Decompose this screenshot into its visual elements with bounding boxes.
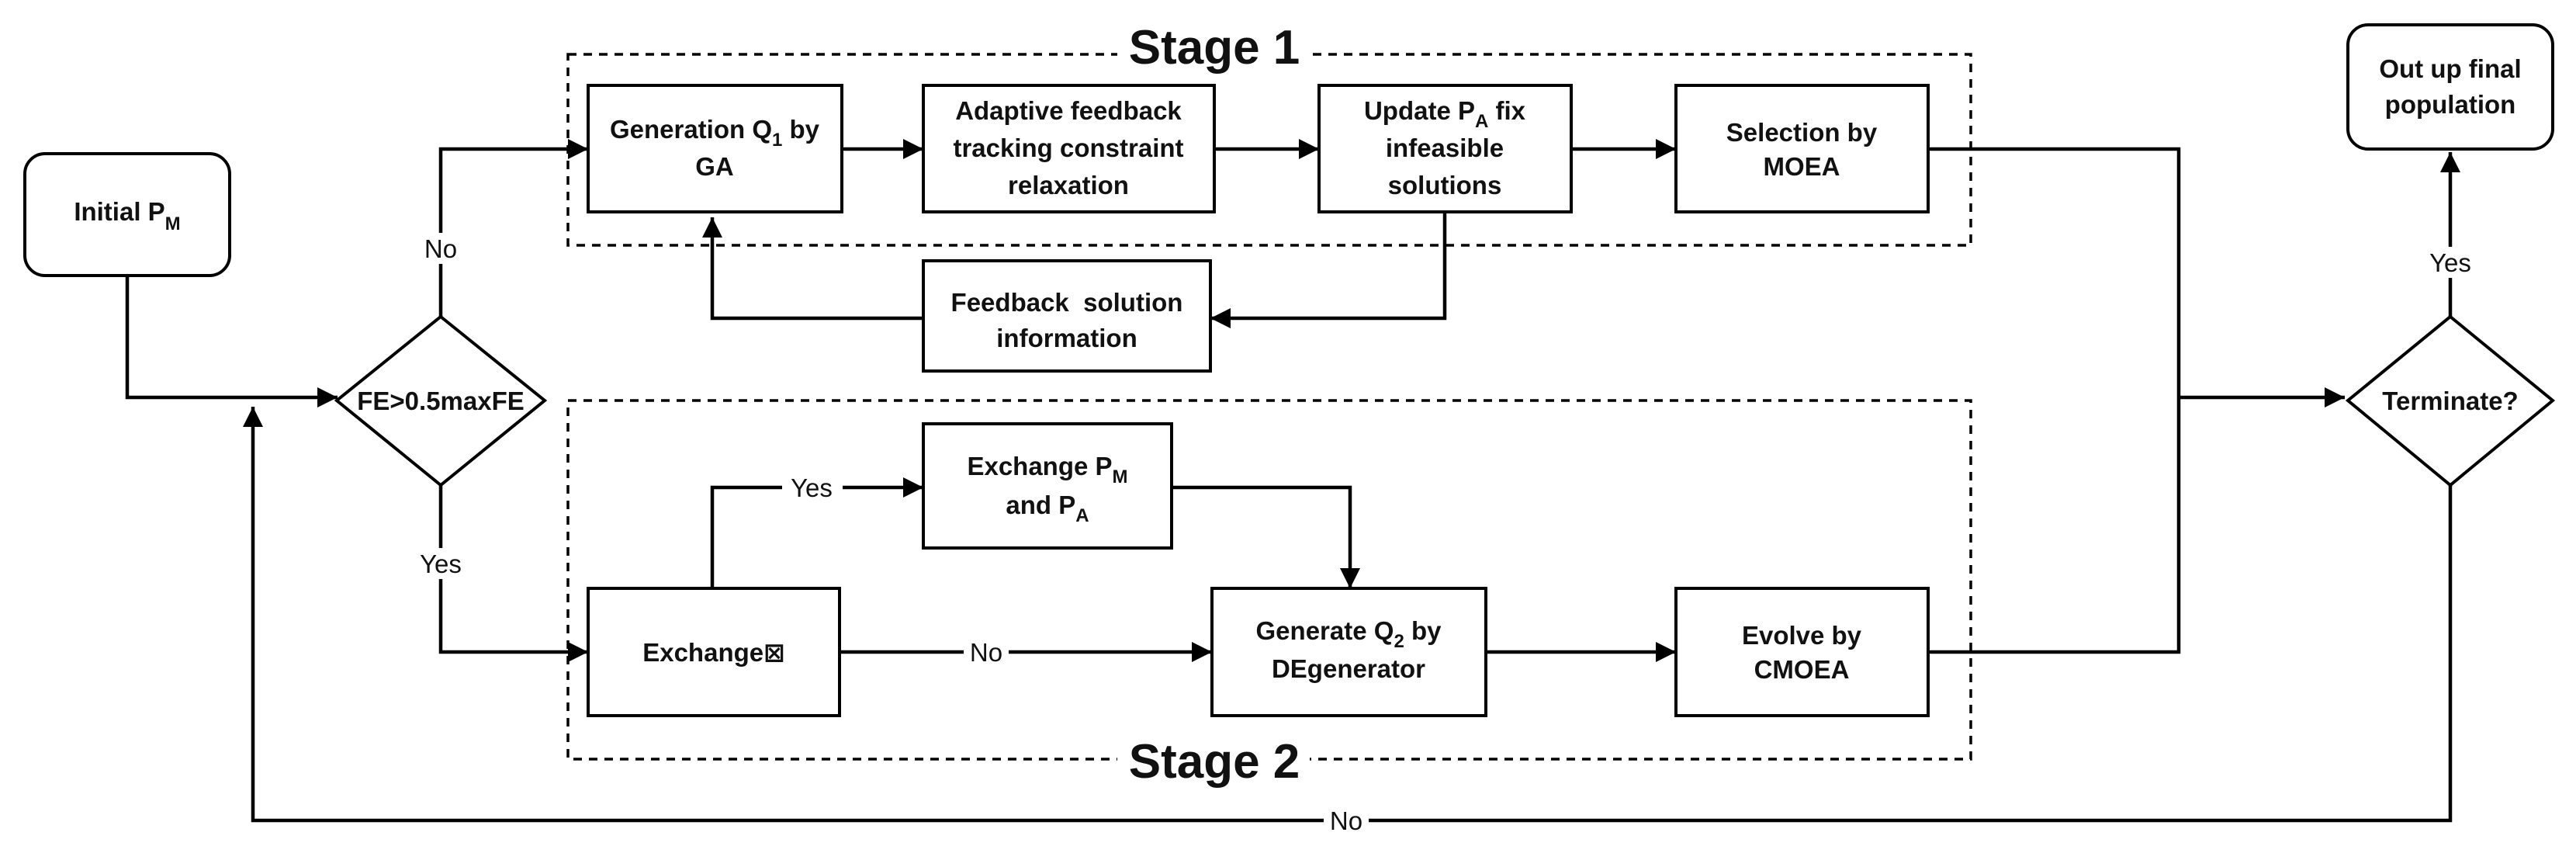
- exchange-pm-mid: and P: [1006, 491, 1075, 519]
- edge-label-exchange-no: No: [970, 638, 1002, 667]
- node-decision-fe: FE>0.5maxFE: [334, 314, 548, 487]
- edge-update-to-feedback: [1210, 213, 1447, 328]
- svg-text:Exchange PM: Exchange PM: [967, 452, 1127, 487]
- adaptive-line3: relaxation: [1008, 171, 1129, 199]
- gen-q2-post: by: [1404, 616, 1442, 645]
- node-generation-q1: Generation Q1 by GA: [587, 84, 843, 213]
- edge-initial-to-decision: [125, 276, 338, 407]
- update-pa-line3: solutions: [1388, 171, 1502, 199]
- evolve-line2: CMOEA: [1754, 655, 1850, 684]
- adaptive-line2: tracking constraint: [953, 134, 1183, 162]
- gen-q2-pre: Generate Q: [1256, 616, 1394, 645]
- edge-feedback-to-generation: [702, 217, 923, 321]
- node-feedback-solution: Feedback solution information: [922, 259, 1212, 373]
- update-pa-sub: A: [1475, 111, 1488, 132]
- output-line2: population: [2385, 90, 2516, 119]
- node-evolve-cmoea: Evolve by CMOEA: [1674, 587, 1930, 717]
- stage2-container: [566, 399, 1972, 761]
- gen-q1-post: by: [782, 115, 819, 144]
- svg-text:Generation Q1 by: Generation Q1 by: [610, 115, 820, 151]
- connectors: [125, 139, 2460, 823]
- svg-text:Initial PM: Initial PM: [74, 197, 180, 234]
- update-pa-pre: Update P: [1364, 96, 1475, 125]
- exchange-pm-sub2: A: [1075, 505, 1089, 526]
- node-terminate: Terminate?: [2345, 314, 2556, 487]
- edge-decision-yes: [438, 485, 588, 662]
- edge-label-terminate-no: No: [1330, 806, 1362, 835]
- update-pa-post: fix: [1488, 96, 1525, 125]
- feedback-line2: information: [996, 324, 1137, 352]
- edge-label-fe-yes: Yes: [420, 550, 462, 578]
- feedback-line1: Feedback solution: [951, 288, 1183, 317]
- terminate-label: Terminate?: [2382, 387, 2518, 415]
- svg-text:Update PA fix: Update PA fix: [1364, 96, 1526, 132]
- node-adaptive-feedback: Adaptive feedback tracking constraint re…: [922, 84, 1216, 213]
- node-initial: Initial PM: [23, 152, 231, 277]
- node-generate-q2: Generate Q2 by DEgenerator: [1210, 587, 1487, 717]
- update-pa-line2: infeasible: [1386, 134, 1504, 162]
- svg-text:and PA: and PA: [1006, 491, 1089, 526]
- node-output: Out up final population: [2346, 23, 2554, 151]
- gen-q1-pre: Generation Q: [610, 115, 772, 144]
- edge-label-fe-no: No: [424, 234, 457, 263]
- exchange-pm-sub1: M: [1113, 466, 1128, 487]
- edge-label-exchange-yes: Yes: [791, 473, 833, 502]
- node-exchange: Exchange⊠: [587, 587, 841, 717]
- gen-q2-sub: 2: [1394, 631, 1404, 652]
- selection-line1: Selection by: [1726, 118, 1878, 147]
- stage2-title: Stage 2: [1129, 735, 1300, 789]
- node-exchange-pm-pa: Exchange PM and PA: [922, 422, 1173, 550]
- adaptive-line1: Adaptive feedback: [955, 96, 1182, 125]
- edge-evolve-to-merge: [1928, 397, 2181, 654]
- exchange-pm-pre: Exchange P: [967, 452, 1112, 480]
- gen-q2-line2: DEgenerator: [1272, 654, 1425, 683]
- svg-text:Generate Q2 by: Generate Q2 by: [1256, 616, 1442, 652]
- edge-exchange-yes: [710, 477, 923, 587]
- edge-label-terminate-yes: Yes: [2429, 248, 2471, 277]
- exchange-label: Exchange⊠: [642, 638, 785, 667]
- initial-label: Initial P: [74, 197, 164, 226]
- initial-sub: M: [165, 213, 181, 234]
- edge-selection-to-merge: [1928, 147, 2181, 397]
- decision-fe-label: FE>0.5maxFE: [357, 387, 525, 415]
- output-line1: Out up final: [2379, 54, 2521, 83]
- stage1-title: Stage 1: [1129, 21, 1300, 75]
- edge-exchangepm-to-generate: [1172, 485, 1360, 588]
- gen-q1-sub: 1: [772, 130, 782, 151]
- node-selection-moea: Selection by MOEA: [1674, 84, 1930, 213]
- evolve-line1: Evolve by: [1742, 621, 1862, 650]
- selection-line2: MOEA: [1764, 152, 1840, 181]
- gen-q1-line2: GA: [695, 152, 734, 181]
- node-update-pa: Update PA fix infeasible solutions: [1317, 84, 1573, 213]
